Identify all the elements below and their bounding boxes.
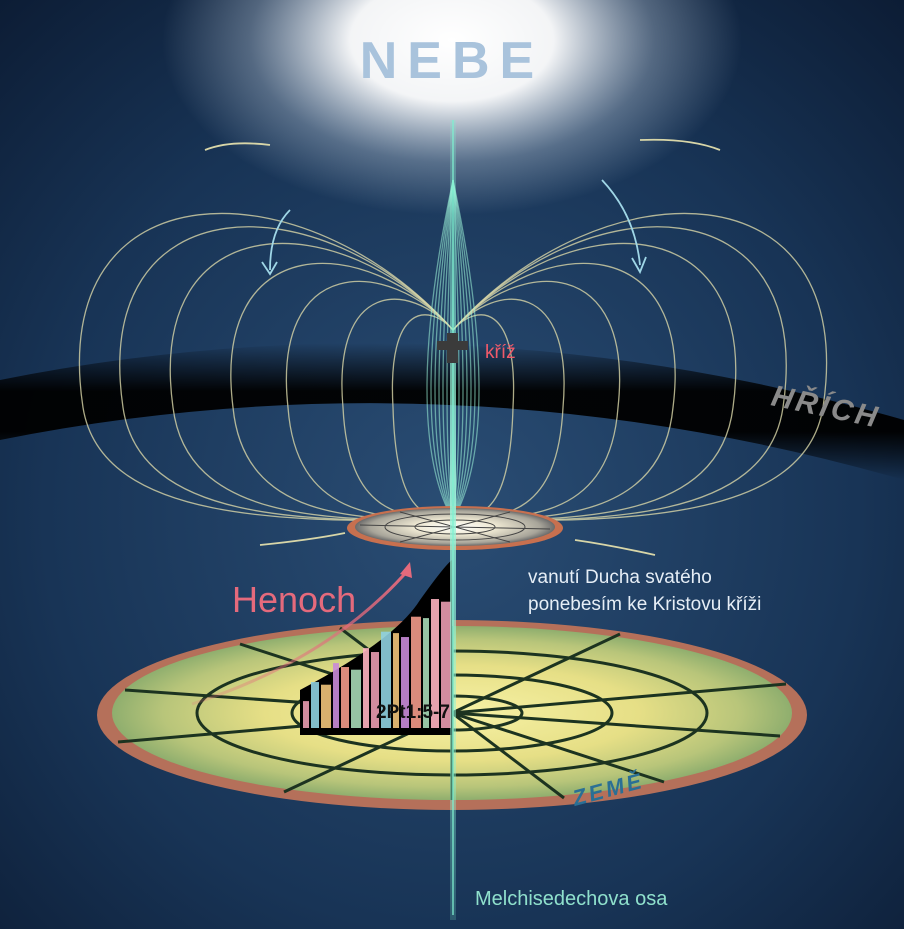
field-line-inner: [452, 179, 480, 521]
flow-arrow-right: [601, 179, 641, 266]
city-building: [311, 682, 319, 728]
heaven-label: NEBE: [360, 32, 544, 90]
flow-arrow-bottom-left: [259, 532, 346, 546]
city-building: [321, 684, 331, 728]
enoch-arrowhead: [400, 562, 412, 578]
city-building: [363, 648, 369, 728]
city-building: [423, 618, 429, 728]
field-line: [119, 226, 454, 521]
field-line: [169, 242, 454, 521]
cross-label: kříž: [485, 342, 516, 363]
city-building: [371, 652, 379, 728]
flow-arrows: [204, 138, 721, 556]
spirit-text-line-2: ponebesím ke Kristovu kříži: [528, 594, 761, 615]
flow-arrow-top-left: [204, 142, 271, 151]
enoch-wedge: [300, 560, 452, 735]
flow-arrow-left: [269, 209, 291, 271]
field-line-inner: [442, 179, 454, 521]
field-line: [452, 212, 828, 522]
arrowhead-right: [631, 256, 647, 275]
city-building: [341, 667, 349, 728]
cross-icon: [437, 333, 468, 363]
field-line-inner: [452, 179, 476, 521]
city-building: [381, 631, 391, 728]
field-line-inner: [434, 179, 454, 521]
enoch-label: Henoch: [232, 579, 356, 620]
city-building: [411, 616, 421, 728]
field-line: [452, 262, 676, 521]
flow-arrow-bottom-right: [574, 539, 656, 556]
field-line: [78, 212, 454, 522]
arrowhead-left: [261, 261, 278, 276]
city-building: [401, 637, 409, 728]
city-building: [431, 599, 439, 728]
city-building: [351, 669, 361, 728]
field-line-inner: [452, 179, 464, 521]
enoch-arrow-path: [191, 567, 412, 706]
field-line: [452, 226, 787, 521]
heaven-glow: [162, 0, 742, 215]
spirit-text-line-1: vanutí Ducha svatého: [528, 567, 712, 588]
field-line-inner: [426, 179, 454, 521]
axis-label: Melchisedechova osa: [475, 888, 668, 910]
sin-band: [0, 343, 904, 480]
flow-arrow-top-right: [639, 138, 721, 151]
field-line: [452, 242, 737, 521]
field-line-inner: [438, 179, 454, 521]
city-building: [333, 663, 339, 728]
city-building: [393, 633, 399, 728]
curved-arrow-icon: [191, 562, 412, 706]
verse-label: 2Pt1:5-7: [376, 702, 450, 723]
field-line-inner: [452, 179, 472, 521]
city-building: [441, 601, 451, 728]
field-line-inner: [430, 179, 454, 521]
field-line-inner: [452, 179, 468, 521]
city-skyline-icon: [303, 599, 451, 728]
field-line: [230, 262, 454, 521]
city-building: [303, 701, 309, 728]
